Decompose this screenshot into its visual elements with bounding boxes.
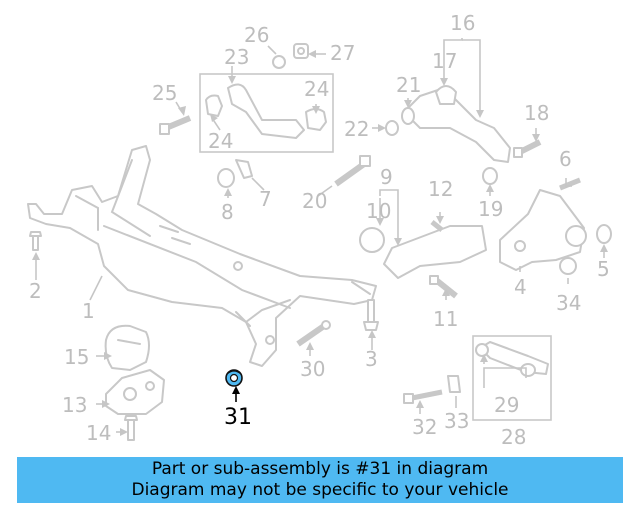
nut-34	[559, 257, 577, 275]
bushing-19	[482, 167, 498, 185]
label-17: 17	[432, 49, 457, 73]
label-9: 9	[380, 165, 393, 189]
label-7: 7	[259, 187, 272, 211]
knuckle-4	[499, 189, 587, 271]
label-25: 25	[152, 81, 177, 105]
label-24a: 24	[208, 129, 233, 153]
bracket-7	[235, 159, 253, 179]
label-5: 5	[597, 257, 610, 281]
banner-line-1: Part or sub-assembly is #31 in diagram	[151, 459, 489, 479]
bolt-20	[334, 155, 371, 187]
label-14: 14	[86, 421, 111, 445]
bolt-30	[296, 320, 331, 347]
bushing-21	[401, 107, 415, 125]
bolt-6	[559, 177, 581, 191]
label-30: 30	[300, 357, 325, 381]
assembly-box-23	[199, 73, 334, 153]
rear-subframe	[27, 145, 377, 367]
bracket-13	[105, 369, 165, 415]
label-15: 15	[64, 345, 89, 369]
label-23: 23	[224, 45, 249, 69]
washer-33	[447, 375, 461, 393]
bolt-32	[403, 389, 443, 404]
label-34: 34	[556, 291, 581, 315]
mount-15	[104, 324, 150, 371]
label-4: 4	[514, 275, 527, 299]
label-20: 20	[302, 189, 327, 213]
lower-arm-16	[403, 85, 511, 163]
link-29	[475, 341, 549, 377]
nut-22	[385, 120, 399, 136]
label-27: 27	[330, 41, 355, 65]
label-19: 19	[478, 197, 503, 221]
bolt-3	[363, 299, 379, 331]
label-21: 21	[396, 73, 421, 97]
banner-line-2: Diagram may not be specific to your vehi…	[131, 480, 509, 500]
bushing-26	[272, 55, 286, 69]
bolt-12	[430, 220, 444, 232]
label-8: 8	[221, 200, 234, 224]
label-16: 16	[450, 11, 475, 35]
arrow-31	[232, 386, 240, 394]
assembly-box-28	[472, 335, 552, 421]
label-18: 18	[524, 101, 549, 125]
bolt-11	[429, 275, 458, 299]
label-24b: 24	[304, 77, 329, 101]
label-12: 12	[428, 177, 453, 201]
label-28: 28	[501, 425, 526, 449]
bushing-5	[596, 224, 612, 244]
label-2: 2	[29, 279, 42, 303]
label-10: 10	[366, 199, 391, 223]
bolt-18	[513, 139, 542, 158]
label-31: 31	[224, 405, 252, 430]
label-32: 32	[412, 415, 437, 439]
part-31-bushing	[225, 369, 243, 387]
label-3: 3	[365, 347, 378, 371]
label-29: 29	[494, 393, 519, 417]
leaders	[32, 38, 608, 436]
label-11: 11	[433, 307, 458, 331]
upper-arm-23	[205, 83, 327, 139]
label-33: 33	[444, 409, 469, 433]
label-13: 13	[62, 393, 87, 417]
bolt-14	[124, 415, 138, 441]
part-labels: 1 2 3 4 5 6 7 8 9 10 11 12 13 14 15 16 1…	[29, 11, 610, 449]
bolt-2	[29, 231, 42, 251]
label-6: 6	[559, 147, 572, 171]
bolt-25	[159, 115, 192, 135]
label-26: 26	[244, 23, 269, 47]
bushing-8	[217, 168, 235, 188]
nut-27	[293, 43, 309, 59]
label-22: 22	[344, 117, 369, 141]
arm-9	[359, 225, 487, 279]
info-banner: Part or sub-assembly is #31 in diagram D…	[17, 457, 623, 503]
label-1: 1	[82, 299, 95, 323]
